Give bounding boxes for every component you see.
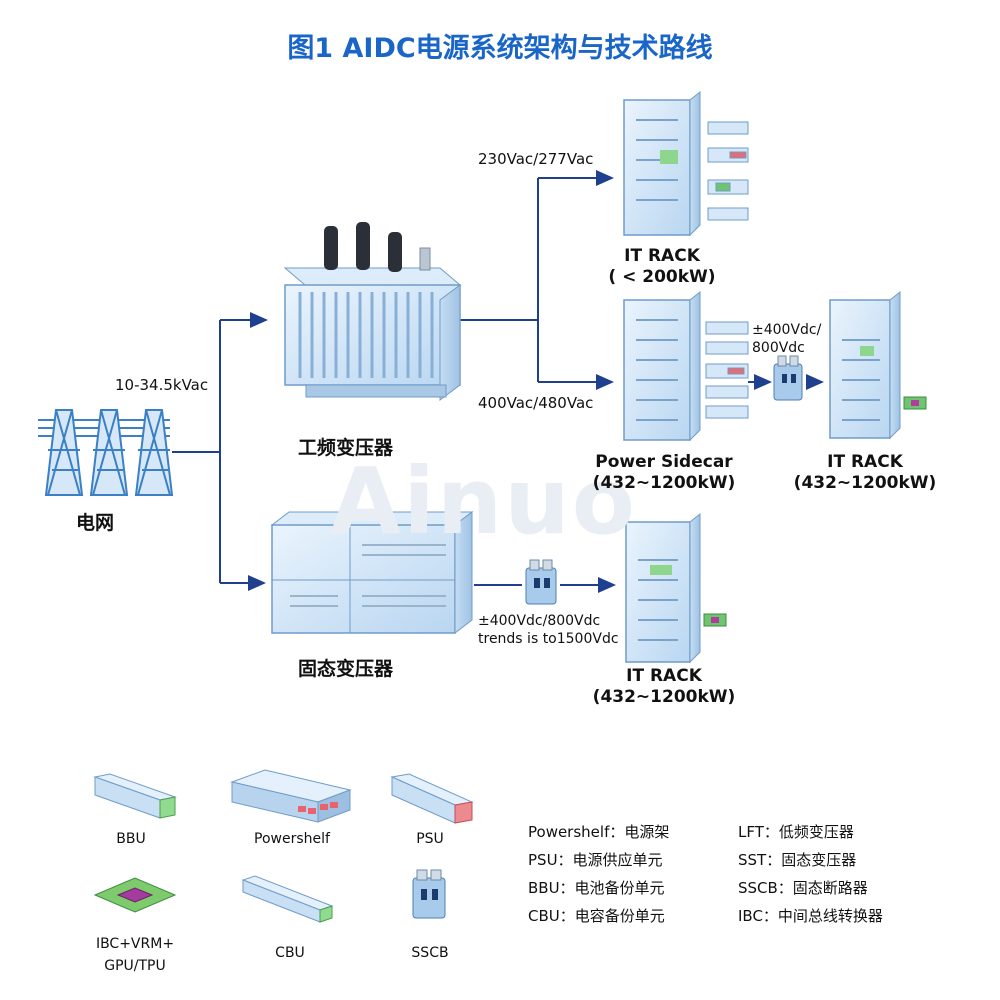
- sidecar-name: Power Sidecar: [595, 452, 733, 472]
- rack3-cabinet-icon: [625, 512, 701, 664]
- legend-cbu-label: CBU: [275, 945, 305, 961]
- legend-powershelf-label: Powershelf: [254, 831, 330, 847]
- legend-psu-icon: [390, 773, 474, 824]
- legend-powershelf-icon: [230, 769, 352, 823]
- legend-psu-label: PSU: [416, 831, 444, 847]
- sidecar-dc-line2: 800Vdc: [752, 340, 805, 356]
- connectors: [172, 170, 824, 593]
- rack2-power: (432~1200kW): [793, 473, 937, 493]
- legend-sscb-label: SSCB: [411, 945, 449, 961]
- rack2-name: IT RACK: [827, 452, 903, 472]
- legend-chip-label: IBC+VRM+ GPU/TPU: [95, 936, 175, 974]
- legend-cbu-icon: [241, 875, 334, 923]
- sidecar-modules-icon: [705, 321, 749, 419]
- sidecar-power: (432~1200kW): [592, 473, 736, 493]
- rack1-voltage-label: 230Vac/277Vac: [478, 150, 594, 168]
- rack3-power: (432~1200kW): [592, 687, 736, 707]
- sidecar-dc-label: ±400Vdc/ 800Vdc: [752, 321, 821, 357]
- power-tower-icon: [38, 409, 174, 496]
- abbr-lft: LFT：低频变压器: [738, 823, 854, 841]
- abbr-powershelf: Powershelf：电源架: [528, 823, 670, 841]
- sidecar-sscb-icon: [773, 355, 803, 401]
- grid-voltage-label: 10-34.5kVac: [115, 376, 209, 394]
- legend-sscb-icon: [412, 869, 446, 919]
- sst-dc-line2: trends is to1500Vdc: [478, 631, 619, 647]
- grid-label: 电网: [76, 512, 115, 534]
- rack2-cabinet-icon: [829, 290, 901, 440]
- rack1-caption: IT RACK ( < 200kW): [598, 246, 726, 288]
- sst-dc-line1: ±400Vdc/800Vdc: [478, 613, 601, 629]
- rack1-power: ( < 200kW): [608, 267, 716, 287]
- sst-transformer-icon: [270, 510, 474, 635]
- abbr-bbu: BBU：电池备份单元: [528, 879, 665, 897]
- lft-transformer-icon: [283, 222, 462, 401]
- sidecar-caption: Power Sidecar (432~1200kW): [585, 452, 743, 494]
- abbr-ibc: IBC：中间总线转换器: [738, 907, 883, 925]
- lft-label: 工频变压器: [298, 437, 394, 459]
- abbr-psu: PSU：电源供应单元: [528, 851, 663, 869]
- abbr-cbu: CBU：电容备份单元: [528, 907, 665, 925]
- figure-title: 图1 AIDC电源系统架构与技术路线: [287, 33, 713, 64]
- legend-bbu-label: BBU: [116, 831, 146, 847]
- rack3-caption: IT RACK (432~1200kW): [585, 666, 743, 708]
- legend-chip-icon: [93, 877, 177, 913]
- abbr-sst: SST：固态变压器: [738, 851, 857, 869]
- sst-label: 固态变压器: [298, 658, 394, 680]
- rack1-cabinet-icon: [623, 90, 701, 237]
- watermark: Ainuo: [330, 448, 637, 555]
- sst-dc-label: ±400Vdc/800Vdc trends is to1500Vdc: [478, 612, 619, 648]
- sst-sscb-icon: [525, 559, 557, 605]
- legend-bbu-icon: [93, 773, 177, 819]
- rack3-name: IT RACK: [626, 666, 702, 686]
- sidecar-cabinet-icon: [623, 290, 701, 442]
- abbr-sscb: SSCB：固态断路器: [738, 879, 868, 897]
- rack2-chip-icon: [903, 396, 927, 410]
- rack2-caption: IT RACK (432~1200kW): [786, 452, 944, 494]
- rack1-name: IT RACK: [624, 246, 700, 266]
- sidecar-dc-line1: ±400Vdc/: [752, 322, 822, 338]
- rack3-chip-icon: [703, 613, 727, 627]
- sidecar-voltage-label: 400Vac/480Vac: [478, 394, 594, 412]
- rack1-modules-icon: [707, 121, 749, 221]
